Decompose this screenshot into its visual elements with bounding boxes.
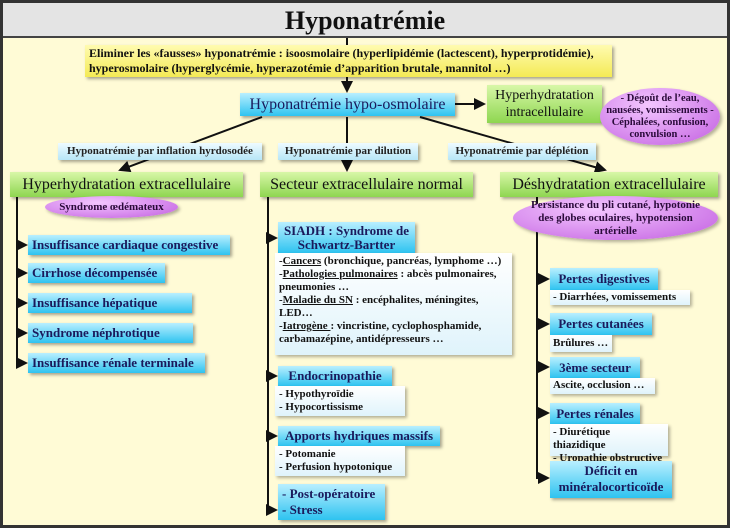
detail-line: - Perfusion hypotonique (279, 461, 393, 473)
eliminate-false-hyponatremia-box: Eliminer les «fausses» hyponatrémie : is… (85, 45, 612, 77)
siadh-box: SIADH : Syndrome de Schwartz-Bartter (278, 222, 415, 253)
detail-line: - Diurétique thiazidique (553, 426, 611, 451)
right-item-details: - Diarrhées, vomissements (550, 290, 690, 305)
detail-line: - Post-opératoire (282, 486, 376, 501)
dehydration-signs-ellipse: Persistance du pli cutané, hypotonie des… (513, 196, 718, 240)
water-intake-details: - Potomanie - Perfusion hypotonique (275, 446, 405, 476)
mechanism-label-depletion: Hyponatrémie par déplétion (448, 143, 596, 160)
siadh-detail: -Maladie du SN : encéphalites, méningite… (279, 294, 479, 319)
extracellular-hyperhydration-box: Hyperhydratation extracellulaire (10, 172, 243, 197)
endocrinopathy-box: Endocrinopathie (278, 366, 392, 386)
siadh-detail: -Pathologies pulmonaires : abcès pulmona… (279, 268, 497, 293)
normal-extracellular-box: Secteur extracellulaire normal (260, 172, 473, 197)
detail-line: - Hypocortissisme (279, 401, 364, 413)
left-item: Insuffisance hépatique (28, 293, 192, 313)
right-item-details: Brûlures … (550, 335, 612, 352)
intracellular-hyperhydration-box: Hyperhydratation intracellulaire (487, 85, 602, 123)
mechanism-label-inflation: Hyponatrémie par inflation hyrdosodée (58, 143, 262, 160)
right-item: Déficit en minéralocorticoïde (550, 461, 672, 498)
massive-water-intake-box: Apports hydriques massifs (278, 426, 440, 446)
hypo-osmolar-box: Hyponatrémie hypo-osmolaire (240, 93, 455, 116)
endocrinopathy-details: - Hypothyroïdie - Hypocortissisme (275, 386, 405, 416)
left-item: Syndrome néphrotique (28, 323, 193, 343)
right-item: Pertes rénales (550, 403, 640, 424)
detail-line: - Potomanie (279, 448, 336, 460)
page-title: Hyponatrémie (3, 3, 727, 38)
intracellular-signs-ellipse: - Dégoût de l’eau, nausées, vomissements… (600, 88, 720, 145)
left-item: Cirrhose décompensée (28, 263, 165, 283)
left-item: Insuffisance cardiaque congestive (28, 235, 230, 255)
siadh-detail: -Cancers (bronchique, pancréas, lymphome… (279, 255, 502, 267)
edema-syndrome-ellipse: Syndrome œdémateux (45, 196, 178, 218)
detail-line: - Stress (282, 502, 323, 517)
postop-stress-box: - Post-opératoire - Stress (278, 484, 385, 520)
right-item-details: - Diurétique thiazidique - Uropathie obs… (550, 424, 668, 464)
siadh-details: -Cancers (bronchique, pancréas, lymphome… (275, 253, 512, 355)
right-item-details: Ascite, occlusion … (550, 378, 655, 394)
right-item: Pertes cutanées (550, 313, 652, 335)
detail-line: - Hypothyroïdie (279, 388, 354, 400)
right-item: Pertes digestives (550, 268, 658, 290)
left-item: Insuffisance rénale terminale (28, 353, 205, 373)
mechanism-label-dilution: Hyponatrémie par dilution (278, 143, 418, 160)
right-item: 3ème secteur (550, 357, 640, 378)
extracellular-dehydration-box: Déshydratation extracellulaire (500, 172, 718, 197)
siadh-detail: -Iatrogène : vincristine, cyclophosphami… (279, 320, 482, 345)
